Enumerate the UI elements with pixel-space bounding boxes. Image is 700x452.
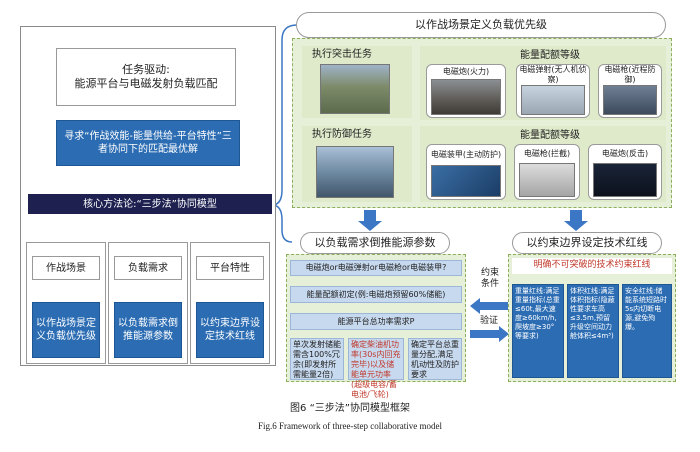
caption-zh: 图6 “三步法”协同模型框架 <box>290 402 410 414</box>
task-driver-line1: 任务驱动: <box>122 62 170 76</box>
verify-arrow-shaft <box>470 330 500 338</box>
volume-redline-text: 体积红线:满足体积指标(隐蔽性要求车高≤3.5m,预留升级空间动力舱体积≤4m³… <box>570 287 615 341</box>
verify-label: 验证 <box>479 316 498 326</box>
constraint-label: 约束条件 <box>480 268 499 290</box>
step2-header: 以负载需求倒推能源参数 <box>300 232 450 254</box>
optimal-solution-box: 寻求“作战效能-能量供给-平台特性”三者协同下的匹配最优解 <box>56 120 240 166</box>
volume-redline: 体积红线:满足体积指标(隐蔽性要求车高≤3.5m,预留升级空间动力舱体积≤4m³… <box>567 284 619 378</box>
railgun-fire-image <box>431 79 501 115</box>
weight-allocation: 确定平台总重量分配,满足机动性及防护要求 <box>408 338 462 380</box>
intercept-gun-image <box>519 163 575 197</box>
task-driver-line2: 能源平台与电磁发射负载匹配 <box>74 77 218 90</box>
weight-allocation-text: 确定平台总重量分配,满足机动性及防护要求 <box>411 340 459 379</box>
diesel-power: 确定柴油机功率(30s内回充完毕)以及储能单元功率(超级电容/蓄电池/飞轮) <box>348 338 404 399</box>
strike-item-1: 电磁炮(火力) <box>426 64 506 118</box>
defense-item-2-label: 电磁枪(拦截) <box>523 149 571 158</box>
strike-item-3: 电磁枪(近程防御) <box>598 64 662 118</box>
strike-grade-label: 能量配额等级 <box>520 49 580 61</box>
defense-grade-label: 能量配额等级 <box>520 129 580 141</box>
energy-initial-allocation: 能量配额初定(例:电磁炮预留60%储能) <box>290 286 462 303</box>
strike-task-label: 执行突击任务 <box>312 49 372 60</box>
redline-note: 明确不可突破的技术约束红线 <box>512 258 672 274</box>
caption-en: Fig.6 Framework of three-step collaborat… <box>258 421 442 432</box>
optimal-solution-text: 寻求“作战效能-能量供给-平台特性”三者协同下的匹配最优解 <box>64 131 232 155</box>
defense-item-3: 电磁炮(反击) <box>588 144 662 200</box>
catapult-image <box>521 85 585 115</box>
weight-redline: 重量红线:满足重量指标(总重≤60t,最大速度≥60km/h,爬坡度≥30°等要… <box>512 284 564 378</box>
storage-redundancy-text: 单次发射储能需含100%冗余(即发射所需能量2倍) <box>293 340 341 379</box>
storage-redundancy: 单次发射储能需含100%冗余(即发射所需能量2倍) <box>290 338 344 380</box>
weight-redline-text: 重量红线:满足重量指标(总重≤60t,最大速度≥60km/h,爬坡度≥30°等要… <box>515 287 560 341</box>
down-arrow-left-shaft <box>364 210 376 222</box>
coilgun-image <box>603 85 657 115</box>
column-title-3: 平台特性 <box>196 256 264 280</box>
constraint-arrow-shaft <box>479 302 509 310</box>
counter-gun-image <box>593 163 657 197</box>
down-arrow-left-head <box>358 221 382 231</box>
safety-redline: 安全红线:储能系统短路时5s内切断电源,避免殉爆。 <box>622 284 672 378</box>
safety-redline-text: 安全红线:储能系统短路时5s内切断电源,避免殉爆。 <box>625 287 667 332</box>
defense-task-label: 执行防御任务 <box>312 129 372 140</box>
defense-item-3-label: 电磁炮(反击) <box>601 149 649 158</box>
strike-item-2-label: 电磁弹射(无人机侦察) <box>519 65 587 84</box>
down-arrow-right-shaft <box>570 210 582 222</box>
total-power-demand: 能源平台总功率需求P <box>290 313 462 330</box>
armor-image <box>431 165 501 197</box>
core-methodology-text: 核心方法论:“三步法”协同模型 <box>83 198 217 210</box>
column-body-1: 以作战场景定义负载优先级 <box>32 302 100 358</box>
defense-item-1: 电磁装甲(主动防护) <box>426 144 506 200</box>
column-title-1: 作战场景 <box>32 256 100 280</box>
task-driver-box: 任务驱动: 能源平台与电磁发射负载匹配 <box>56 48 236 106</box>
column-title-2: 负载需求 <box>114 256 182 280</box>
step3-header: 以约束边界设定技术红线 <box>512 232 662 254</box>
column-body-2: 以负载需求倒推能源参数 <box>114 302 182 358</box>
strike-task-image <box>320 64 390 114</box>
strike-item-2: 电磁弹射(无人机侦察) <box>516 64 590 118</box>
defense-item-1-label: 电磁装甲(主动防护) <box>430 150 502 159</box>
strike-item-3-label: 电磁枪(近程防御) <box>604 65 656 84</box>
defense-task-image <box>316 146 394 198</box>
load-question: 电磁炮or电磁弹射or电磁枪or电磁装甲? <box>290 260 462 276</box>
strike-item-1-label: 电磁炮(火力) <box>442 67 490 76</box>
defense-item-2: 电磁枪(拦截) <box>514 144 580 200</box>
core-methodology-bar: 核心方法论:“三步法”协同模型 <box>28 194 272 214</box>
diesel-power-text: 确定柴油机功率(30s内回充完毕)以及储能单元功率(超级电容/蓄电池/飞轮) <box>351 340 401 399</box>
down-arrow-right-head <box>564 221 588 231</box>
step1-header: 以作战场景定义负载优先级 <box>296 12 666 38</box>
constraint-arrow-head <box>470 298 480 314</box>
column-body-3: 以约束边界设定技术红线 <box>196 302 264 358</box>
verify-arrow-head <box>499 326 509 342</box>
